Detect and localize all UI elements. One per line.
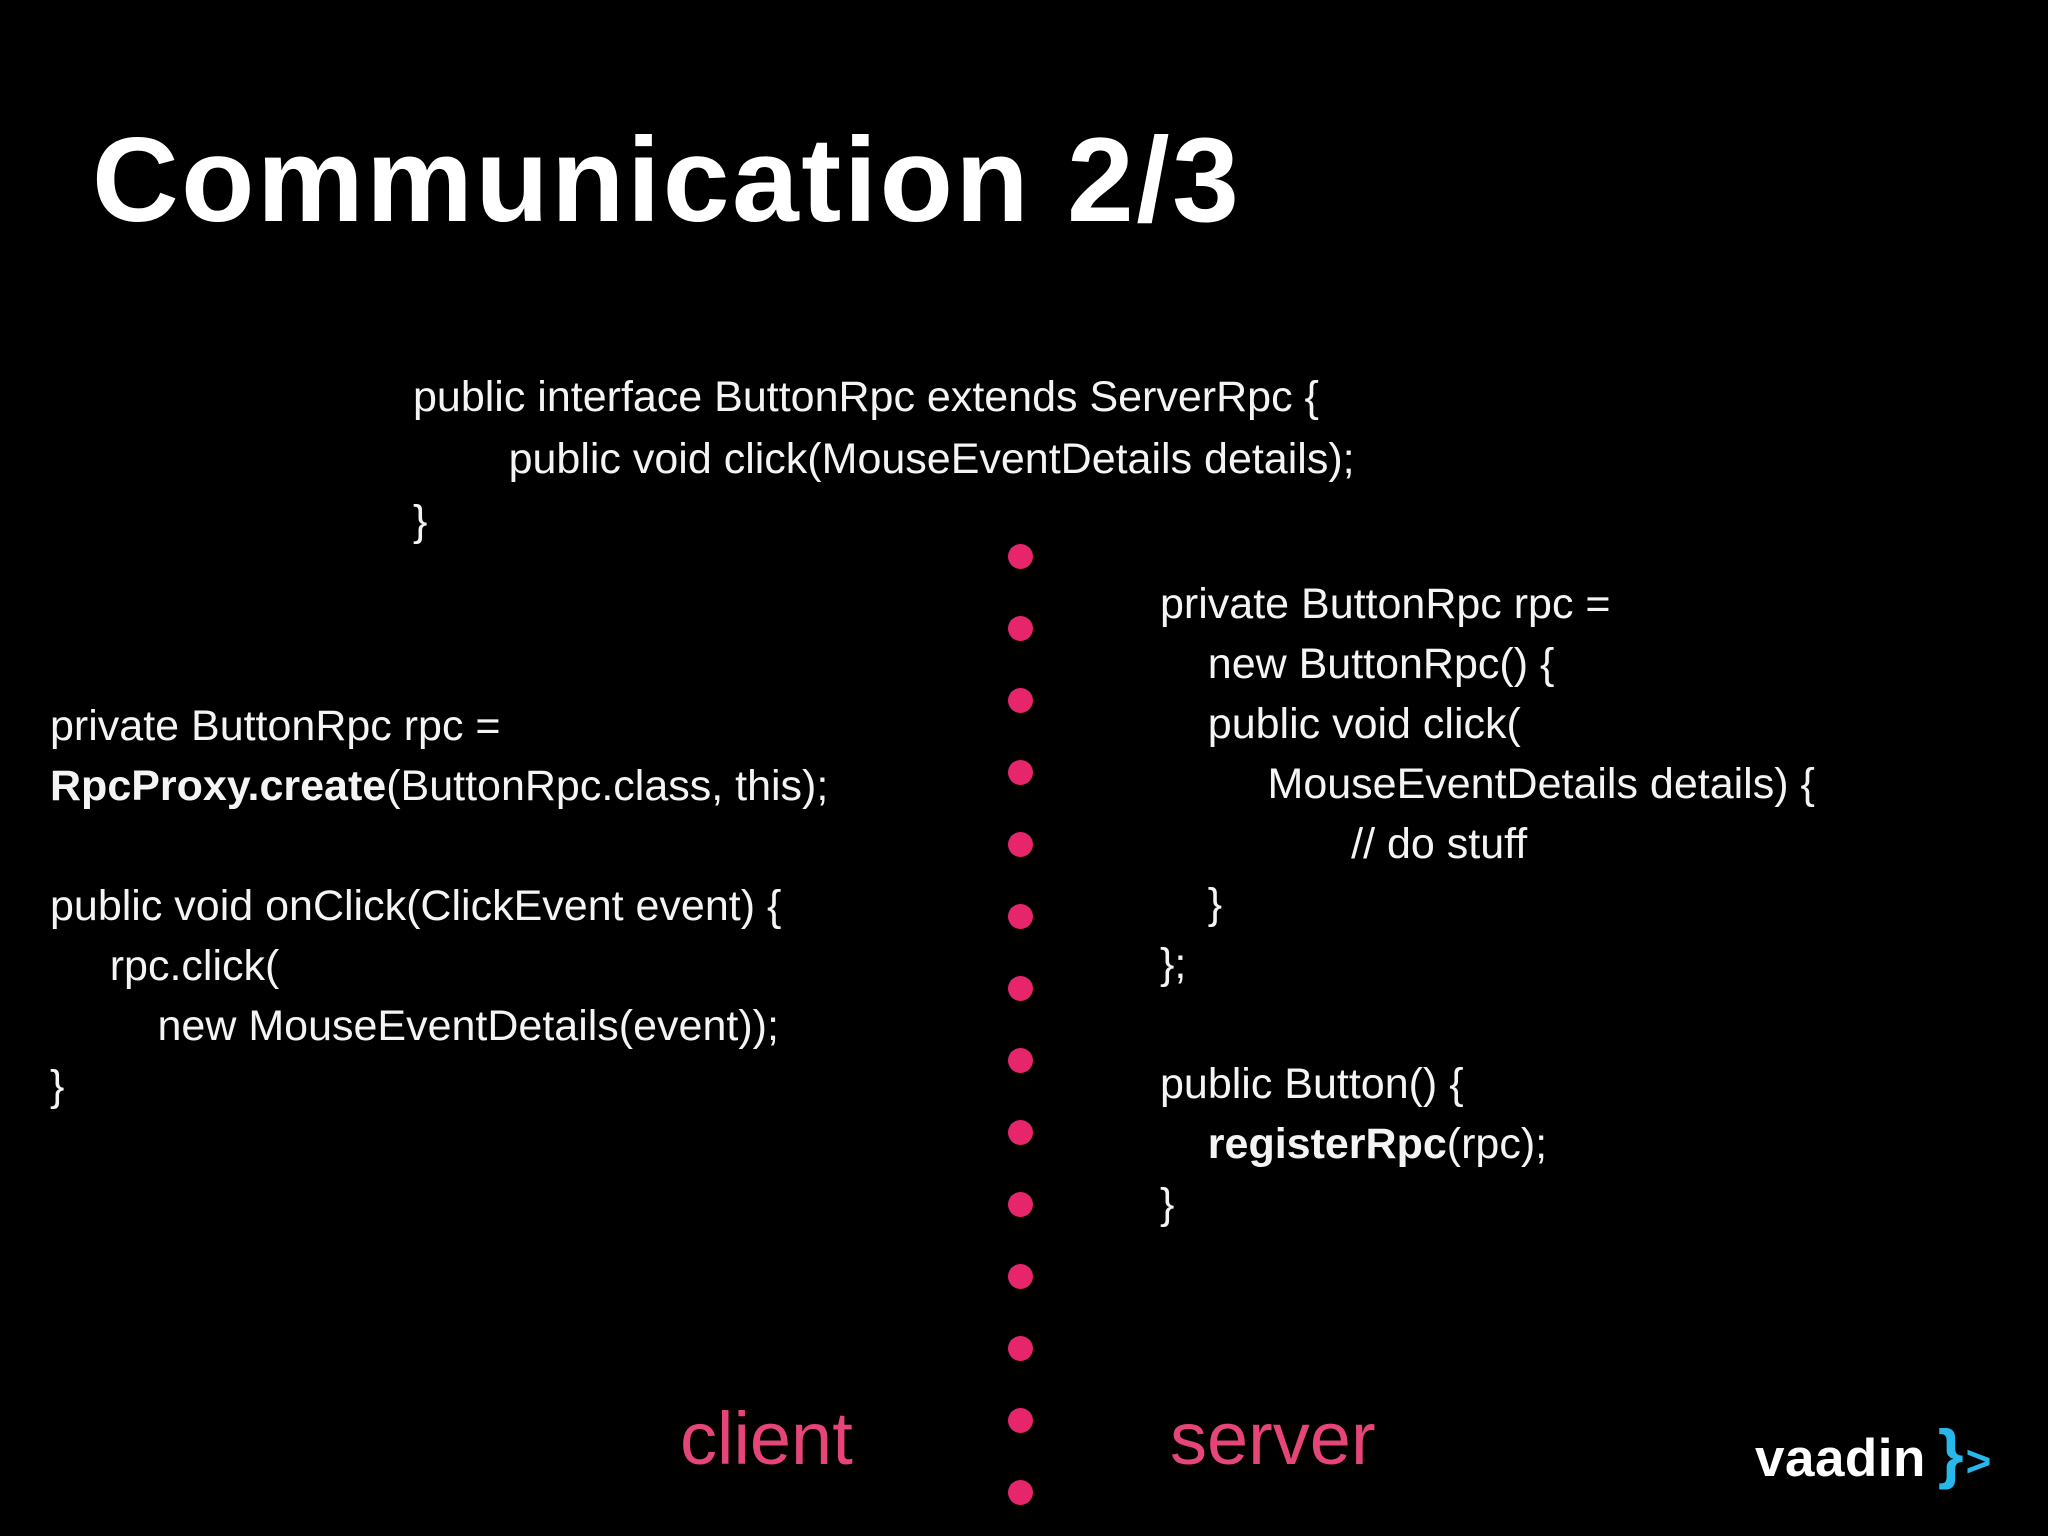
divider-dot [1008, 688, 1033, 713]
divider-dot [1008, 1336, 1033, 1361]
divider-dot [1008, 1192, 1033, 1217]
code-line: new MouseEventDetails(event)); [50, 1002, 779, 1050]
divider-dot [1008, 1264, 1033, 1289]
code-block-interface: public interface ButtonRpc extends Serve… [413, 366, 1355, 552]
code-line: } [1160, 880, 1223, 928]
divider-dot [1008, 832, 1033, 857]
code-line: } [1160, 1180, 1175, 1228]
code-line [1160, 994, 1815, 1054]
code-line: } [413, 497, 428, 545]
code-line: // do stuff [1160, 820, 1528, 868]
divider-dot [1008, 1120, 1033, 1145]
code-line: registerRpc(rpc); [1207, 1120, 1548, 1168]
slide-title: Communication 2/3 [92, 113, 1242, 247]
code-line: public void onClick(ClickEvent event) { [50, 882, 782, 930]
divider-dot [1008, 616, 1033, 641]
label-server: server [1170, 1397, 1376, 1480]
code-line: } [50, 1062, 65, 1110]
divider-dot [1008, 976, 1033, 1001]
code-line [50, 816, 828, 876]
code-line: public interface ButtonRpc extends Serve… [413, 373, 1319, 421]
code-line: }; [1160, 940, 1187, 988]
code-line: new ButtonRpc() { [1160, 640, 1555, 688]
code-line: MouseEventDetails details) { [1160, 760, 1815, 808]
code-block-client: private ButtonRpc rpc = RpcProxy.create(B… [50, 696, 828, 1116]
vaadin-logo-text: vaadin [1755, 1429, 1926, 1488]
divider-dot [1008, 760, 1033, 785]
vaadin-chevron-icon: > [1965, 1437, 1992, 1486]
vaadin-logo: vaadin } > [1755, 1420, 1991, 1486]
vaadin-bracket-icon: } [1937, 1416, 1964, 1490]
divider-dot [1008, 1048, 1033, 1073]
code-line: public Button() { [1160, 1060, 1464, 1108]
code-block-server: private ButtonRpc rpc = new ButtonRpc() … [1160, 574, 1815, 1234]
divider-dot [1008, 1480, 1033, 1505]
code-line: private ButtonRpc rpc = [50, 702, 501, 750]
code-line: public void click( [1160, 700, 1521, 748]
code-line: private ButtonRpc rpc = [1160, 580, 1611, 628]
code-line: rpc.click( [50, 942, 280, 990]
code-line: RpcProxy.create(ButtonRpc.class, this); [50, 762, 829, 810]
label-client: client [680, 1397, 853, 1480]
divider-dot [1008, 1408, 1033, 1433]
code-line: public void click(MouseEventDetails deta… [413, 435, 1355, 483]
divider-dot [1008, 904, 1033, 929]
